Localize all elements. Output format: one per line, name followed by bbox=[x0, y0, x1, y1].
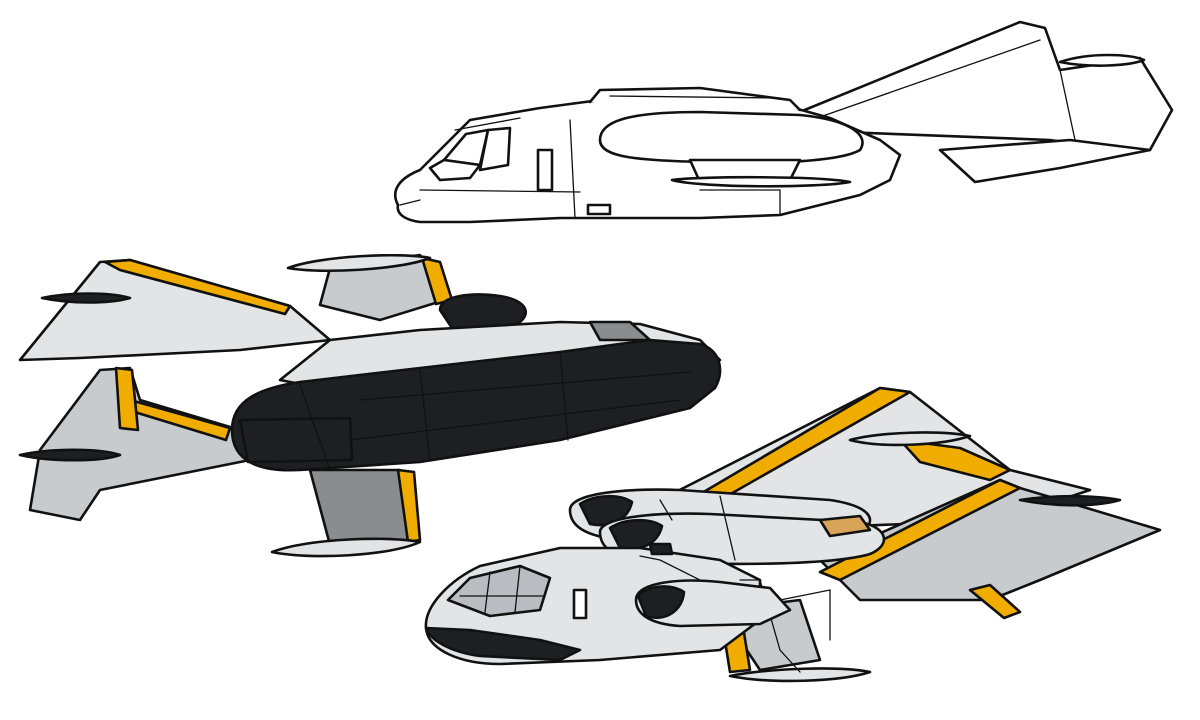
black-ship-lower-wing bbox=[28, 366, 252, 522]
line-art-upper-wing bbox=[783, 20, 1174, 152]
line-art-engine-nacelle bbox=[598, 110, 864, 165]
line-art-lower-fin bbox=[938, 138, 1152, 184]
white-ship-side-door bbox=[572, 588, 588, 620]
white-ship-canopy bbox=[446, 564, 552, 618]
black-ship-dark-hull bbox=[230, 338, 722, 472]
white-livery-spacecraft bbox=[424, 386, 1162, 683]
line-art-wingtip-pod bbox=[1058, 53, 1146, 67]
black-livery-spacecraft bbox=[18, 253, 722, 558]
line-art-side-door bbox=[536, 148, 554, 192]
line-art-spacecraft bbox=[393, 20, 1174, 224]
white-ship-dark-nose bbox=[424, 626, 582, 662]
